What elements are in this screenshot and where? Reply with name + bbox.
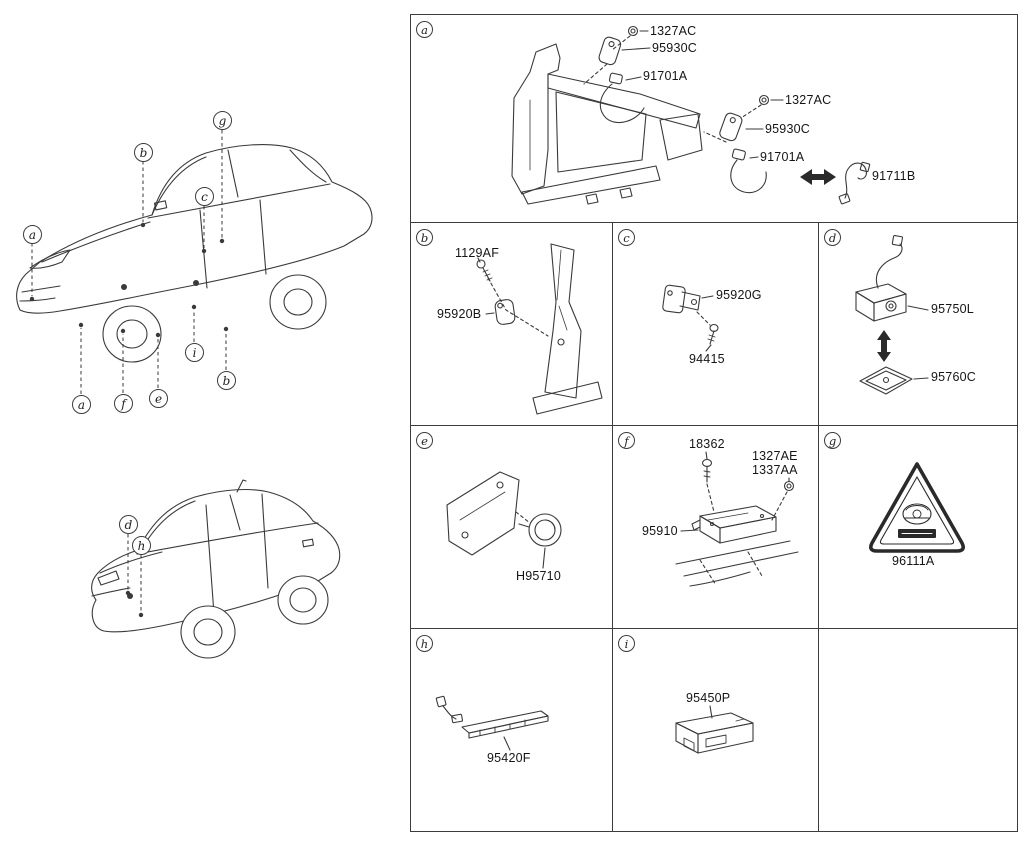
part-label-sensor1-a: 95930C: [652, 41, 697, 55]
part-label-module-i: 95450P: [686, 691, 731, 705]
part-label-bolt-f: 18362: [689, 437, 725, 451]
part-label-pad-d: 95760C: [931, 370, 976, 384]
grid-divider-h1: [410, 222, 1018, 224]
front-car-leader-dots: [29, 222, 229, 338]
part-label-nut2-a: 1327AC: [785, 93, 832, 107]
front-callout-f: f: [114, 394, 133, 413]
front-car-drawing: [16, 144, 373, 363]
rear-callout-d: d: [119, 515, 138, 534]
front-car-leader-lines: [31, 130, 227, 394]
left-right-arrow-icon: [800, 169, 836, 185]
rear-car-leader-lines: [127, 534, 142, 612]
part-label-sensor-b: 95920B: [437, 307, 482, 321]
front-callout-b: b: [134, 143, 153, 162]
panel-e-letter: e: [416, 432, 433, 449]
front-callout-e: e: [149, 389, 168, 408]
front-callout-i: i: [185, 343, 204, 362]
front-callout-a: a: [23, 225, 42, 244]
part-label-sensor2-a: 95930C: [765, 122, 810, 136]
grid-divider-h3: [410, 628, 1018, 630]
part-label-emblem-g: 96111A: [892, 554, 935, 568]
grid-divider-v2: [818, 222, 820, 832]
panel-c-sensor-drawing: [662, 284, 719, 352]
panel-d-letter: d: [824, 229, 841, 246]
panel-g-letter: g: [824, 432, 841, 449]
part-label-module-f: 95910: [642, 524, 678, 538]
front-callout-c: c: [195, 187, 214, 206]
part-label-horn-e: H95710: [516, 569, 561, 583]
part-label-nut1-a: 1327AC: [650, 24, 697, 38]
grid-divider-v1: [612, 222, 614, 832]
part-label-screw-c: 94415: [689, 352, 725, 366]
panel-a-letter: a: [416, 21, 433, 38]
part-label-harness-a: 91711B: [872, 169, 916, 183]
panel-f-airbag-module-drawing: [675, 451, 799, 587]
panel-e-horn-drawing: [446, 471, 562, 569]
panel-d-rear-camera-drawing: [855, 234, 929, 395]
front-callout-g: g: [213, 111, 232, 130]
panel-i-module-drawing: [675, 705, 754, 754]
part-label-camera-d: 95750L: [931, 302, 974, 316]
panel-b-side-sensor-drawing: [476, 243, 603, 415]
grid-divider-h2: [410, 425, 1018, 427]
part-label-antenna-h: 95420F: [487, 751, 531, 765]
rear-car-drawing: [91, 479, 341, 659]
part-label-conn1-a: 91701A: [643, 69, 688, 83]
part-label-nut2-f: 1337AA: [752, 463, 798, 477]
panel-g-security-emblem-drawing: [869, 462, 965, 553]
part-label-conn2-a: 91701A: [760, 150, 805, 164]
part-label-nut1-f: 1327AE: [752, 449, 798, 463]
panel-h-antenna-drawing: [435, 695, 549, 751]
panel-c-letter: c: [618, 229, 635, 246]
rear-car-leader-dots: [125, 590, 144, 618]
up-down-arrow-icon: [877, 330, 891, 362]
parts-grid-border: [410, 14, 1018, 832]
front-callout-a2: a: [72, 395, 91, 414]
panel-h-letter: h: [416, 635, 433, 652]
rear-callout-h: h: [132, 536, 151, 555]
part-label-bolt-b: 1129AF: [455, 246, 500, 260]
panel-a-front-sensor-assembly-drawing: [511, 25, 871, 205]
front-callout-b2: b: [217, 371, 236, 390]
panel-i-letter: i: [618, 635, 635, 652]
panel-b-letter: b: [416, 229, 433, 246]
panel-f-letter: f: [618, 432, 635, 449]
part-label-sensor-c: 95920G: [716, 288, 762, 302]
